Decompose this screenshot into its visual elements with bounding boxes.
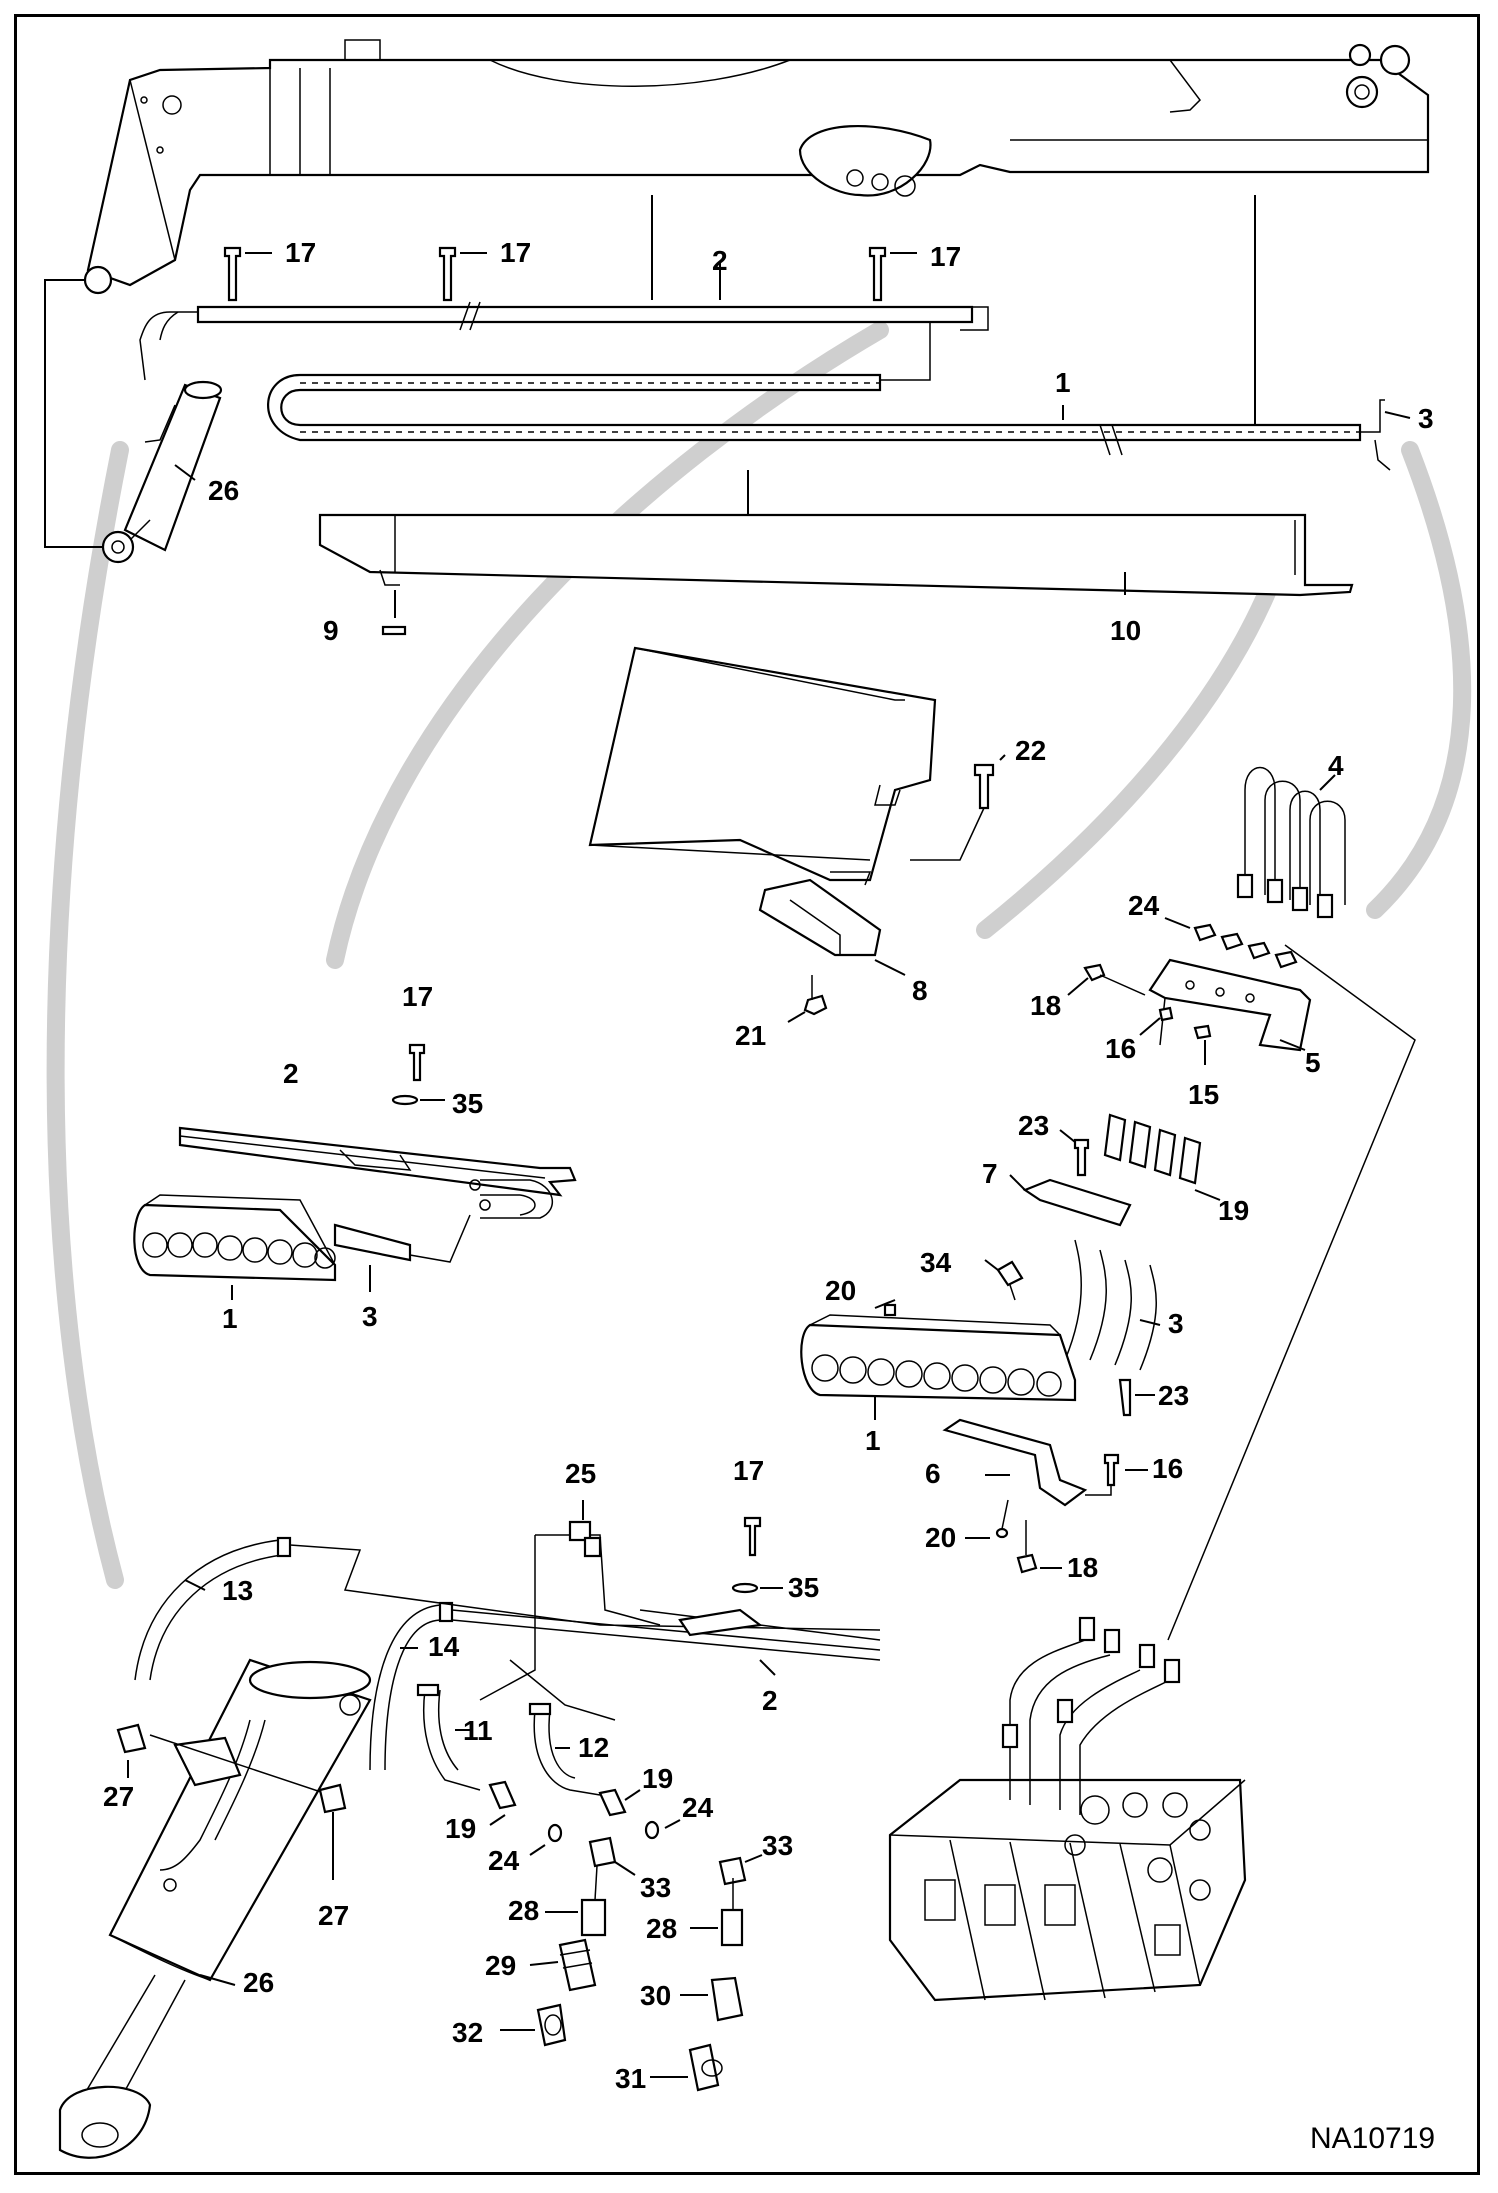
hose-tube-assembly — [139, 301, 989, 381]
callout-11: 11 — [463, 1715, 493, 1746]
callout-27: 27 — [318, 1900, 349, 1931]
bottom-cylinder-hose-detail — [58, 1500, 881, 2159]
callout-26: 26 — [243, 1967, 274, 1998]
callout-28: 28 — [508, 1895, 539, 1926]
callout-3: 3 — [1168, 1308, 1184, 1339]
callout-33: 33 — [640, 1872, 671, 1903]
callout-21: 21 — [735, 1020, 766, 1051]
callout-1: 1 — [222, 1303, 238, 1334]
callout-16: 16 — [1105, 1033, 1136, 1064]
callout-27: 27 — [103, 1781, 134, 1812]
callout-23: 23 — [1158, 1380, 1189, 1411]
callout-19: 19 — [445, 1813, 476, 1844]
callout-35: 35 — [788, 1572, 819, 1603]
callout-15: 15 — [1188, 1079, 1219, 1110]
callout-8: 8 — [912, 975, 928, 1006]
callout-2: 2 — [762, 1685, 778, 1716]
callout-25: 25 — [565, 1458, 596, 1489]
callout-10: 10 — [1110, 615, 1141, 646]
callout-30: 30 — [640, 1980, 671, 2011]
callout-17: 17 — [285, 237, 316, 268]
callout-18: 18 — [1030, 990, 1061, 1021]
callout-3: 3 — [1418, 403, 1434, 434]
callout-1: 1 — [1055, 367, 1071, 398]
callout-labels: 17 17 2 17 1 3 26 9 10 22 4 8 21 24 18 1… — [103, 237, 1434, 2094]
callout-31: 31 — [615, 2063, 646, 2094]
callout-13: 13 — [222, 1575, 253, 1606]
callout-9: 9 — [323, 615, 339, 646]
chain-channel-tray — [318, 513, 1354, 636]
callout-19: 19 — [1218, 1195, 1249, 1226]
boom-leader-lines — [44, 195, 1256, 548]
chain-end-detail — [133, 1043, 577, 1300]
callout-14: 14 — [428, 1631, 460, 1662]
cable-drag-chain — [267, 373, 1391, 471]
callout-18: 18 — [1067, 1552, 1098, 1583]
callout-1: 1 — [865, 1425, 881, 1456]
callout-35: 35 — [452, 1088, 483, 1119]
callout-5: 5 — [1305, 1047, 1321, 1078]
callout-7: 7 — [982, 1158, 998, 1189]
control-valve-bank — [888, 1616, 1247, 2002]
callout-3: 3 — [362, 1301, 378, 1332]
callout-6: 6 — [925, 1458, 941, 1489]
callout-19: 19 — [642, 1763, 673, 1794]
callout-24: 24 — [682, 1792, 714, 1823]
callout-23: 23 — [1018, 1110, 1049, 1141]
detail-guide-arcs — [46, 321, 1472, 1589]
callout-33: 33 — [762, 1830, 793, 1861]
boom-end-detail — [588, 646, 1006, 1023]
bracket-hose-detail — [800, 766, 1416, 1641]
callout-17: 17 — [733, 1455, 764, 1486]
callout-24: 24 — [488, 1845, 520, 1876]
boom-assembly — [83, 39, 1430, 295]
lift-cylinder-top — [101, 380, 223, 564]
callout-29: 29 — [485, 1950, 516, 1981]
callout-17: 17 — [930, 241, 961, 272]
callout-17: 17 — [500, 237, 531, 268]
callout-12: 12 — [578, 1732, 609, 1763]
callout-2: 2 — [283, 1058, 299, 1089]
callout-2: 2 — [712, 245, 728, 276]
callout-34: 34 — [920, 1247, 952, 1278]
top-screws — [174, 246, 1411, 481]
callout-22: 22 — [1015, 735, 1046, 766]
callout-17: 17 — [402, 981, 433, 1012]
callout-32: 32 — [452, 2017, 483, 2048]
callout-26: 26 — [208, 475, 239, 506]
drawing-reference-code: NA10719 — [1310, 2122, 1435, 2155]
sheet-border — [14, 14, 1480, 2175]
callout-16: 16 — [1152, 1453, 1183, 1484]
callout-28: 28 — [646, 1913, 677, 1944]
callout-4: 4 — [1328, 750, 1344, 781]
callout-20: 20 — [825, 1275, 856, 1306]
callout-20: 20 — [925, 1522, 956, 1553]
callout-24: 24 — [1128, 890, 1160, 921]
